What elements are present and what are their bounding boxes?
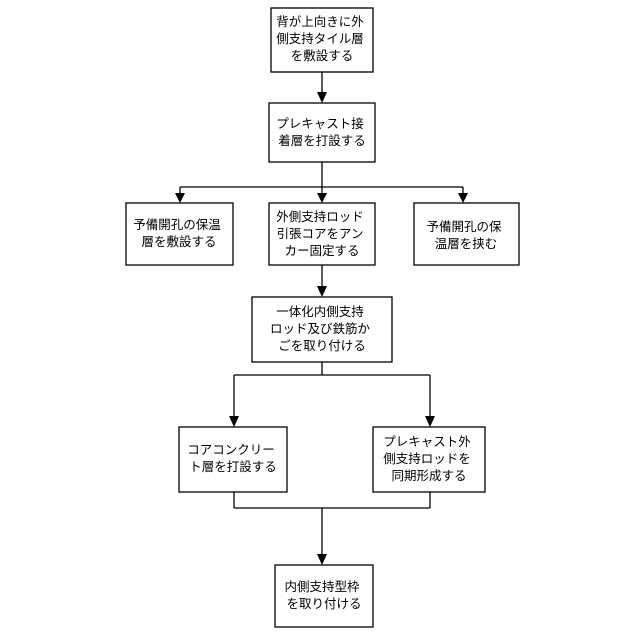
arrowhead-step3b (317, 193, 327, 203)
step-text-line: 層を敷設する (141, 234, 216, 249)
step-lay-insulation-layer: 予備開孔の保温 層を敷設する (126, 203, 233, 265)
step-text-line: 内側支持型枠 (285, 579, 361, 594)
step-text-line: を敷設する (291, 48, 354, 63)
step-text-line: ロッド及び鉄筋か (270, 321, 371, 336)
step-text-line: 側支持タイル層 (276, 31, 364, 46)
svg-text:プレキャスト外 側支持ロッドを 同期: プレキャスト外 側支持ロッドを 同期形成する (383, 434, 475, 483)
step-text-line: コアコンクリー (187, 442, 275, 457)
step-text-line: プレキャスト外 (383, 434, 471, 449)
svg-text:一体化内側支持 ロッド及び鉄筋か ご: 一体化内側支持 ロッド及び鉄筋か ごを取り付ける (270, 304, 374, 353)
step-install-inner-formwork: 内側支持型枠 を取り付ける (275, 565, 373, 627)
step-form-precast-outer-rod: プレキャスト外 側支持ロッドを 同期形成する (373, 427, 485, 492)
step-text-line: 背が上向きに外 (276, 14, 364, 29)
step-text-line: 側支持ロッドを (383, 451, 471, 466)
step-cast-core-concrete-layer: コアコンクリー ト層を打設する (179, 427, 287, 492)
step-text-line: を取り付ける (286, 596, 361, 611)
step-text-line: ト層を打設する (189, 459, 277, 474)
step-install-rod-and-rebar-cage: 一体化内側支持 ロッド及び鉄筋か ごを取り付ける (252, 297, 392, 362)
step-text-line: 同期形成する (391, 468, 466, 483)
step-text-line: プレキャスト接 (276, 116, 364, 131)
arrowhead-step5a (229, 416, 239, 427)
step-text-line: 外側支持ロッド (276, 209, 364, 224)
arrowhead-step3c (458, 193, 468, 203)
step-cast-precast-bonding-layer: プレキャスト接 着層を打設する (269, 103, 375, 162)
step-text-line: カー固定する (284, 243, 359, 258)
step-anchor-tension-core: 外側支持ロッド 引張コアをアン カー固定する (269, 203, 375, 265)
arrowhead-step5b (425, 416, 435, 427)
step-text-line: 温層を挟む (435, 236, 498, 251)
step-lay-outer-support-tile-layer: 背が上向きに外 側支持タイル層 を敷設する (271, 8, 373, 72)
svg-text:外側支持ロッド 引張コアをアン カー: 外側支持ロッド 引張コアをアン カー固定する (276, 209, 368, 258)
step-text-line: 予備開孔の保温 (133, 217, 221, 232)
arrowhead-step4 (317, 286, 327, 297)
arrowhead-step6 (317, 554, 327, 565)
step-sandwich-insulation-layer: 予備開孔の保 温層を挟む (414, 203, 519, 265)
step-text-line: 一体化内側支持 (276, 304, 364, 319)
step-text-line: 着層を打設する (278, 133, 366, 148)
arrowhead-step3a (175, 193, 185, 203)
step-text-line: ごを取り付ける (278, 338, 366, 353)
step-text-line: 引張コアをアン (277, 226, 364, 241)
arrowhead-step2 (317, 92, 327, 103)
step-text-line: 予備開孔の保 (427, 219, 503, 234)
